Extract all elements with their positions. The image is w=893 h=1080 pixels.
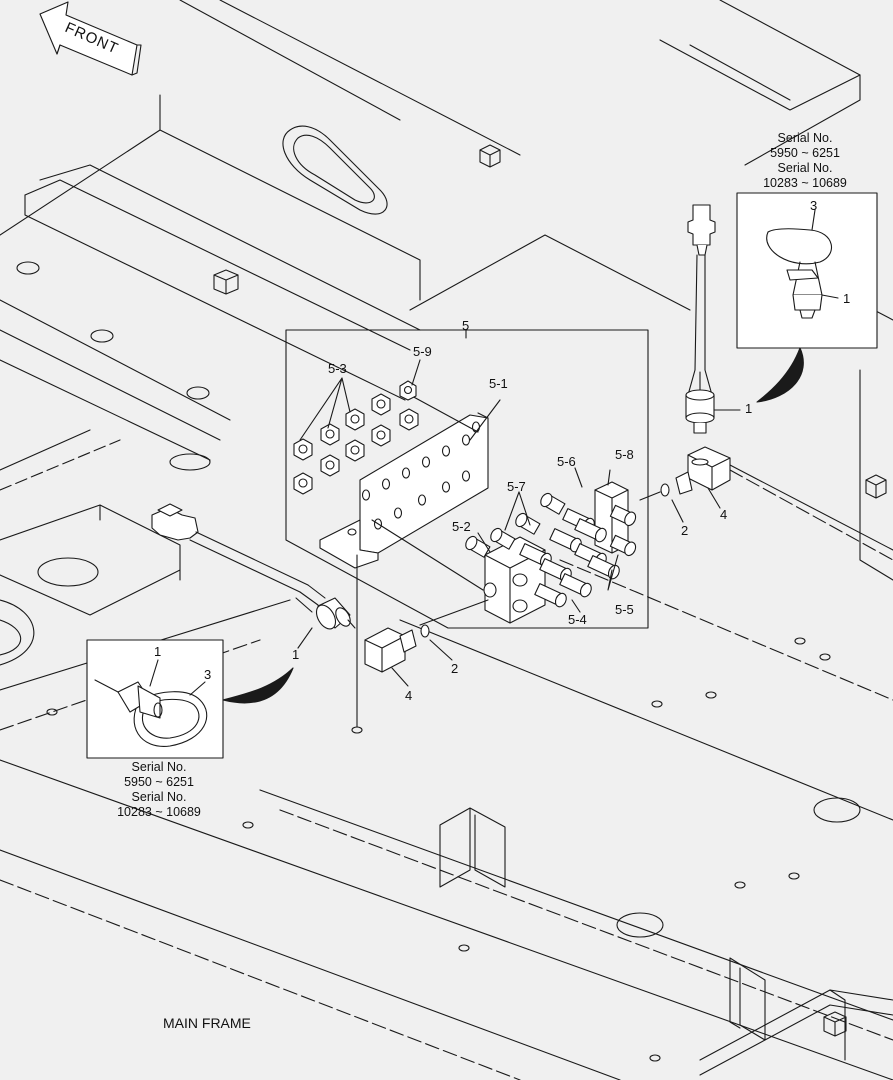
right-connector bbox=[687, 204, 716, 256]
callout-5-9: 5-9 bbox=[413, 344, 432, 359]
serial-note-bottom-left: Serial No. 5950 ~ 6251 Serial No. 10283 … bbox=[99, 760, 219, 820]
right-harness bbox=[687, 254, 713, 396]
left-harness bbox=[189, 531, 326, 613]
callout-5: 5 bbox=[462, 318, 470, 333]
fittings-5-4-5-5-5-6-5-7 bbox=[465, 492, 637, 608]
callout-5-1: 5-1 bbox=[489, 376, 508, 391]
callout-left-elbow: 4 bbox=[405, 688, 413, 703]
callout-inset-bl-sensor: 1 bbox=[154, 644, 162, 659]
serial-line: 5950 ~ 6251 bbox=[124, 775, 194, 789]
serial-note-top-right: Serial No. 5950 ~ 6251 Serial No. 10283 … bbox=[745, 131, 865, 191]
left-elbow-fitting bbox=[364, 624, 430, 673]
assembly-5-frame bbox=[285, 329, 649, 629]
right-elbow-fitting bbox=[660, 446, 731, 497]
main-frame-caption: MAIN FRAME bbox=[163, 1015, 251, 1031]
inset-pointer-arrow-top bbox=[756, 347, 804, 403]
part-leader-lines bbox=[297, 409, 741, 687]
callout-inset-tr-sensor: 1 bbox=[843, 291, 851, 306]
front-direction-arrow bbox=[39, 1, 142, 76]
serial-line: 10283 ~ 10689 bbox=[763, 176, 847, 190]
callout-left-sensor: 1 bbox=[292, 647, 300, 662]
callout-right-oring: 2 bbox=[681, 523, 689, 538]
serial-line: Serial No. bbox=[131, 760, 187, 774]
callout-5-4: 5-4 bbox=[568, 612, 587, 627]
inset-top-right bbox=[736, 192, 878, 349]
serial-line: Serial No. bbox=[777, 161, 833, 175]
callout-5-5: 5-5 bbox=[615, 602, 634, 617]
callout-left-oring: 2 bbox=[451, 661, 459, 676]
fitting-leader-lines bbox=[411, 359, 661, 626]
callout-inset-bl-loop: 3 bbox=[204, 667, 212, 682]
callout-5-3: 5-3 bbox=[328, 361, 347, 376]
left-pressure-sensor bbox=[315, 597, 356, 630]
callout-5-7: 5-7 bbox=[507, 479, 526, 494]
serial-line: Serial No. bbox=[131, 790, 187, 804]
callout-right-elbow: 4 bbox=[720, 507, 728, 522]
hex-nuts-5-3 bbox=[293, 380, 419, 495]
left-connector bbox=[151, 503, 199, 541]
inset-bottom-left bbox=[86, 639, 224, 759]
bracket-plate-5-1 bbox=[319, 394, 489, 728]
callout-5-8: 5-8 bbox=[615, 447, 634, 462]
serial-line: Serial No. bbox=[777, 131, 833, 145]
callout-5-2: 5-2 bbox=[452, 519, 471, 534]
callout-inset-tr-loop: 3 bbox=[810, 198, 818, 213]
inset-pointer-arrow-bottom bbox=[222, 667, 294, 704]
right-pressure-sensor bbox=[685, 389, 715, 434]
callout-5-6: 5-6 bbox=[557, 454, 576, 469]
serial-line: 5950 ~ 6251 bbox=[770, 146, 840, 160]
nut-leader-lines bbox=[299, 377, 351, 441]
serial-line: 10283 ~ 10689 bbox=[117, 805, 201, 819]
callout-right-sensor: 1 bbox=[745, 401, 753, 416]
